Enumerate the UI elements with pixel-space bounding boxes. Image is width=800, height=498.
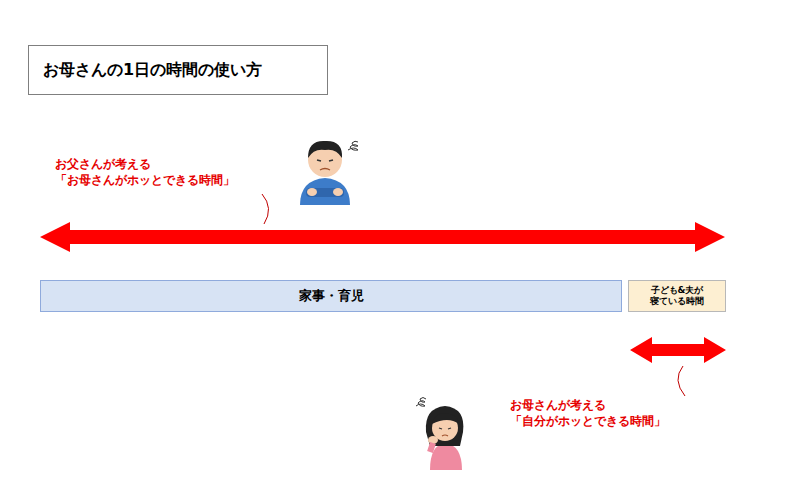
node-text: 子ども&夫が 寝ている時間 (632, 285, 722, 308)
double-arrow (630, 337, 726, 363)
node-text: 家事・育児 (299, 288, 364, 304)
callout-text: お母さんが考える 「自分がホッとできる時間」 (510, 398, 710, 429)
man-figure (300, 141, 358, 205)
title: お母さんの1日の時間の使い方 (43, 60, 262, 81)
time-box: 子ども&夫が 寝ている時間 (628, 280, 726, 312)
callout-text: お父さんが考える 「お母さんがホッとできる時間」 (55, 157, 285, 188)
activity-bar: 家事・育児 (40, 280, 622, 312)
leader-line (262, 194, 269, 224)
title-box: お母さんの1日の時間の使い方 (28, 45, 328, 95)
woman-figure (416, 398, 463, 471)
leader-line (678, 366, 685, 396)
double-arrow (40, 222, 725, 252)
